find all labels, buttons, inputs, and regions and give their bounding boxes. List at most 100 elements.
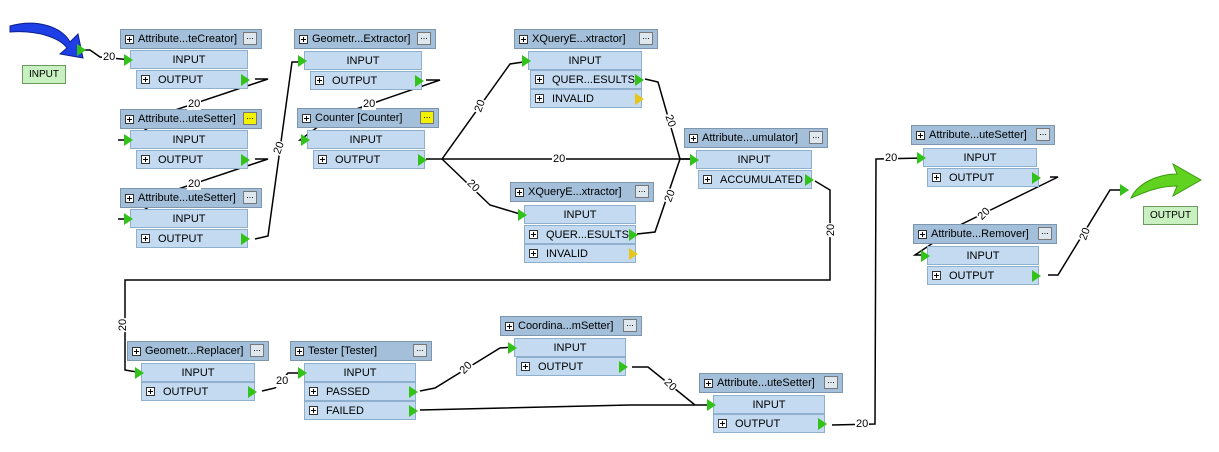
transformer-geometry-replacer[interactable]: Geometr...Replacer] ... INPUT OUTPUT	[127, 341, 269, 403]
expand-plus-icon[interactable]	[132, 346, 141, 356]
input-port[interactable]: INPUT	[917, 148, 1037, 167]
expand-plus-icon[interactable]	[146, 387, 155, 396]
expand-plus-icon[interactable]	[918, 229, 927, 239]
expand-plus-icon[interactable]	[689, 133, 698, 143]
transformer-header[interactable]: Attribute...uteSetter] ...	[911, 125, 1055, 145]
transformer-coordinate-system-setter[interactable]: Coordina...mSetter] ... INPUT OUTPUT	[500, 316, 642, 378]
output-port[interactable]: OUTPUT	[136, 150, 250, 169]
output-port[interactable]: OUTPUT	[136, 70, 250, 89]
output-port-query-results[interactable]: QUER...ESULTS	[524, 225, 638, 244]
output-port-accumulated[interactable]: ACCUMULATED	[698, 170, 814, 189]
transformer-attribute-setter-2[interactable]: Attribute...uteSetter] ... INPUT OUTPUT	[120, 188, 262, 248]
output-feature-type[interactable]: OUTPUT	[1143, 206, 1199, 225]
expand-plus-icon[interactable]	[704, 378, 713, 388]
expand-plus-icon[interactable]	[703, 175, 712, 184]
transformer-header[interactable]: Attribute...uteSetter] ...	[120, 109, 262, 129]
output-port-failed[interactable]: FAILED	[304, 401, 418, 420]
options-button-icon[interactable]: ...	[417, 32, 431, 45]
input-port[interactable]: INPUT	[707, 395, 825, 414]
expand-plus-icon[interactable]	[519, 34, 528, 44]
expand-plus-icon[interactable]	[529, 249, 538, 258]
output-port-query-results[interactable]: QUER...ESULTS	[530, 70, 644, 89]
transformer-geometry-extractor[interactable]: Geometr...Extractor] ... INPUT OUTPUT	[294, 29, 436, 90]
transformer-header[interactable]: Attribute...uteSetter] ...	[120, 188, 262, 208]
expand-plus-icon[interactable]	[302, 113, 311, 123]
options-button-icon[interactable]: ...	[1038, 227, 1052, 240]
transformer-xquery-extractor-1[interactable]: XQueryE...xtractor] ... INPUT QUER...ESU…	[514, 29, 658, 109]
transformer-attribute-creator[interactable]: Attribute...teCreator] ... INPUT OUTPUT	[120, 29, 262, 89]
options-button-icon[interactable]: ...	[1036, 128, 1050, 141]
input-port[interactable]: INPUT	[298, 51, 422, 70]
transformer-header[interactable]: Geometr...Replacer] ...	[127, 341, 269, 361]
transformer-header[interactable]: Tester [Tester] ...	[290, 341, 432, 361]
options-button-icon[interactable]: ...	[413, 344, 427, 357]
transformer-header[interactable]: Attribute...Remover] ...	[913, 224, 1057, 244]
input-port[interactable]: INPUT	[518, 205, 636, 224]
transformer-attribute-remover[interactable]: Attribute...Remover] ... INPUT OUTPUT	[913, 224, 1057, 286]
transformer-header[interactable]: Geometr...Extractor] ...	[294, 29, 436, 49]
transformer-tester[interactable]: Tester [Tester] ... INPUT PASSED FAILED	[290, 341, 432, 421]
transformer-xquery-extractor-2[interactable]: XQueryE...xtractor] ... INPUT QUER...ESU…	[510, 182, 654, 263]
input-port[interactable]: INPUT	[508, 338, 626, 357]
transformer-header[interactable]: Counter [Counter] ...	[297, 108, 439, 128]
output-port[interactable]: OUTPUT	[516, 357, 628, 376]
transformer-attribute-accumulator[interactable]: Attribute...umulator] ... INPUT ACCUMULA…	[684, 128, 828, 190]
input-port[interactable]: INPUT	[921, 246, 1039, 265]
expand-plus-icon[interactable]	[315, 76, 324, 85]
expand-plus-icon[interactable]	[521, 362, 530, 371]
input-port[interactable]: INPUT	[124, 209, 248, 228]
transformer-header[interactable]: Attribute...teCreator] ...	[120, 29, 262, 49]
transformer-header[interactable]: Coordina...mSetter] ...	[500, 316, 642, 336]
expand-plus-icon[interactable]	[309, 387, 318, 396]
output-port[interactable]: OUTPUT	[310, 71, 424, 90]
expand-plus-icon[interactable]	[299, 34, 308, 44]
output-port[interactable]: OUTPUT	[313, 150, 427, 169]
expand-plus-icon[interactable]	[141, 234, 150, 243]
options-button-icon[interactable]: ...	[420, 111, 434, 124]
transformer-attribute-setter-1[interactable]: Attribute...uteSetter] ... INPUT OUTPUT	[120, 109, 262, 169]
expand-plus-icon[interactable]	[141, 75, 150, 84]
transformer-header[interactable]: XQueryE...xtractor] ...	[514, 29, 658, 49]
output-port[interactable]: OUTPUT	[927, 168, 1041, 187]
options-button-icon[interactable]: ...	[824, 376, 838, 389]
transformer-attribute-setter-3[interactable]: Attribute...uteSetter] ... INPUT OUTPUT	[911, 125, 1055, 187]
options-button-icon[interactable]: ...	[623, 319, 637, 332]
options-button-icon[interactable]: ...	[809, 131, 823, 144]
options-button-icon[interactable]: ...	[250, 344, 264, 357]
options-button-icon[interactable]: ...	[243, 112, 257, 125]
transformer-header[interactable]: XQueryE...xtractor] ...	[510, 182, 654, 202]
expand-plus-icon[interactable]	[535, 75, 544, 84]
input-port[interactable]: INPUT	[135, 363, 255, 382]
expand-plus-icon[interactable]	[916, 130, 925, 140]
options-button-icon[interactable]: ...	[243, 32, 257, 45]
input-port[interactable]: INPUT	[522, 51, 642, 70]
options-button-icon[interactable]: ...	[635, 185, 649, 198]
input-port[interactable]: INPUT	[301, 130, 425, 149]
transformer-header[interactable]: Attribute...umulator] ...	[684, 128, 828, 148]
expand-plus-icon[interactable]	[125, 114, 134, 124]
expand-plus-icon[interactable]	[125, 193, 134, 203]
expand-plus-icon[interactable]	[141, 155, 150, 164]
input-port[interactable]: INPUT	[690, 150, 812, 169]
expand-plus-icon[interactable]	[125, 34, 134, 44]
expand-plus-icon[interactable]	[932, 271, 941, 280]
expand-plus-icon[interactable]	[318, 155, 327, 164]
expand-plus-icon[interactable]	[932, 173, 941, 182]
options-button-icon[interactable]: ...	[639, 32, 653, 45]
expand-plus-icon[interactable]	[309, 406, 318, 415]
transformer-counter[interactable]: Counter [Counter] ... INPUT OUTPUT	[297, 108, 439, 169]
output-port[interactable]: OUTPUT	[141, 382, 257, 401]
output-port[interactable]: OUTPUT	[713, 414, 827, 433]
expand-plus-icon[interactable]	[718, 419, 727, 428]
input-port[interactable]: INPUT	[124, 130, 248, 149]
output-port-invalid[interactable]: INVALID	[530, 89, 644, 108]
output-port-invalid[interactable]: INVALID	[524, 244, 638, 263]
expand-plus-icon[interactable]	[529, 230, 538, 239]
options-button-icon[interactable]: ...	[243, 191, 257, 204]
expand-plus-icon[interactable]	[505, 321, 514, 331]
expand-plus-icon[interactable]	[515, 187, 524, 197]
transformer-attribute-setter-4[interactable]: Attribute...uteSetter] ... INPUT OUTPUT	[699, 373, 843, 435]
expand-plus-icon[interactable]	[295, 346, 304, 356]
input-feature-type[interactable]: INPUT	[22, 65, 66, 84]
input-port[interactable]: INPUT	[298, 363, 416, 382]
